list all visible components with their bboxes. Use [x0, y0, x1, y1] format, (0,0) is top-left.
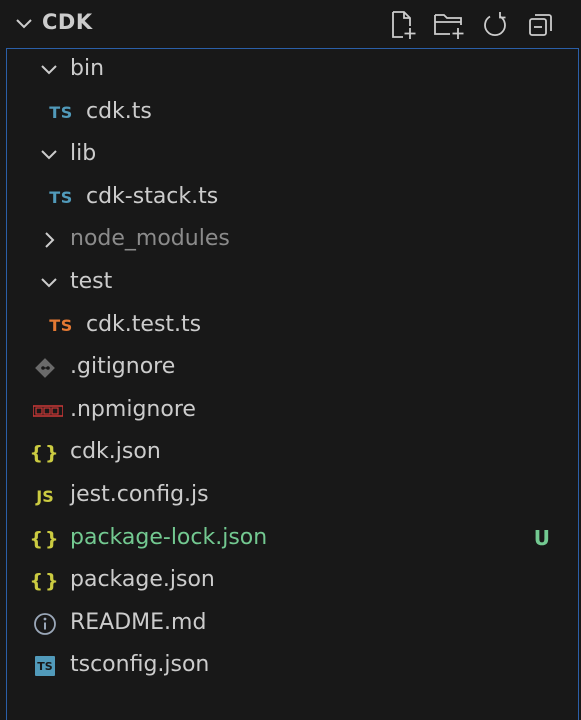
- new-file-button[interactable]: [387, 10, 419, 40]
- tree-folder[interactable]: test: [7, 262, 578, 304]
- tree-item-label: test: [70, 269, 113, 294]
- chevron-down-icon: [35, 141, 63, 169]
- tree-file[interactable]: TS tsconfig.json: [7, 645, 578, 687]
- js-icon: JS: [36, 486, 54, 506]
- tree-item-label: .npmignore: [70, 396, 196, 422]
- info-icon: [31, 610, 59, 638]
- ts-icon: TS: [49, 188, 73, 208]
- tree-item-label: node_modules: [70, 226, 230, 252]
- tree-item-label: README.md: [70, 609, 207, 635]
- tree-item-label: lib: [70, 141, 97, 167]
- tree-item-label: .gitignore: [70, 354, 176, 380]
- refresh-icon: [484, 12, 506, 37]
- json-icon: {}: [29, 442, 61, 465]
- chevron-right-icon: [35, 226, 63, 254]
- chevron-down-icon[interactable]: [14, 14, 34, 34]
- tsconfig-icon: TS: [31, 652, 59, 680]
- tree-folder[interactable]: lib: [7, 134, 578, 176]
- tree-file[interactable]: JS jest.config.js: [7, 475, 578, 517]
- tree-file[interactable]: {} package.json: [7, 560, 578, 602]
- collapse-all-button[interactable]: [525, 10, 557, 40]
- new-folder-button[interactable]: [433, 10, 465, 40]
- git-status-badge: U: [533, 525, 550, 550]
- tree-file[interactable]: .gitignore: [7, 347, 578, 389]
- tree-item-label: tsconfig.json: [70, 652, 210, 678]
- tree-file[interactable]: {} package-lock.json U: [7, 518, 578, 560]
- tree-file[interactable]: TS cdk.ts: [7, 92, 578, 134]
- git-icon: [31, 354, 59, 382]
- explorer-title: CDK: [42, 10, 93, 34]
- json-icon: {}: [29, 570, 61, 593]
- tree-item-label: cdk.json: [70, 439, 161, 465]
- tree-item-label: cdk.test.ts: [86, 311, 202, 337]
- tree-file[interactable]: TS cdk-stack.ts: [7, 177, 578, 219]
- tree-item-label: bin: [70, 56, 105, 81]
- tree-file[interactable]: TS cdk.test.ts: [7, 305, 578, 347]
- tree-item-label: cdk-stack.ts: [86, 183, 219, 209]
- ts-icon: TS: [49, 103, 73, 123]
- tree-item-label: cdk.ts: [86, 98, 152, 124]
- tree-item-label: package-lock.json: [70, 524, 268, 550]
- tree-file[interactable]: README.md: [7, 603, 578, 645]
- chevron-down-icon: [35, 269, 63, 297]
- new-folder-icon: [434, 14, 464, 39]
- collapse-all-icon: [529, 14, 552, 36]
- tree-folder[interactable]: bin: [7, 49, 578, 91]
- explorer-actions: [387, 10, 557, 40]
- refresh-button[interactable]: [479, 10, 511, 40]
- ts-test-icon: TS: [49, 316, 73, 336]
- json-icon: {}: [29, 527, 61, 550]
- chevron-down-icon: [35, 56, 63, 84]
- tree-file[interactable]: {} cdk.json: [7, 432, 578, 474]
- tree-file[interactable]: .npmignore: [7, 390, 578, 432]
- new-file-icon: [392, 11, 416, 39]
- tree-item-label: jest.config.js: [70, 482, 209, 507]
- tree-item-label: package.json: [70, 567, 215, 593]
- explorer-header[interactable]: CDK: [0, 0, 581, 48]
- tree-folder[interactable]: node_modules: [7, 219, 578, 261]
- npm-icon: [31, 397, 65, 425]
